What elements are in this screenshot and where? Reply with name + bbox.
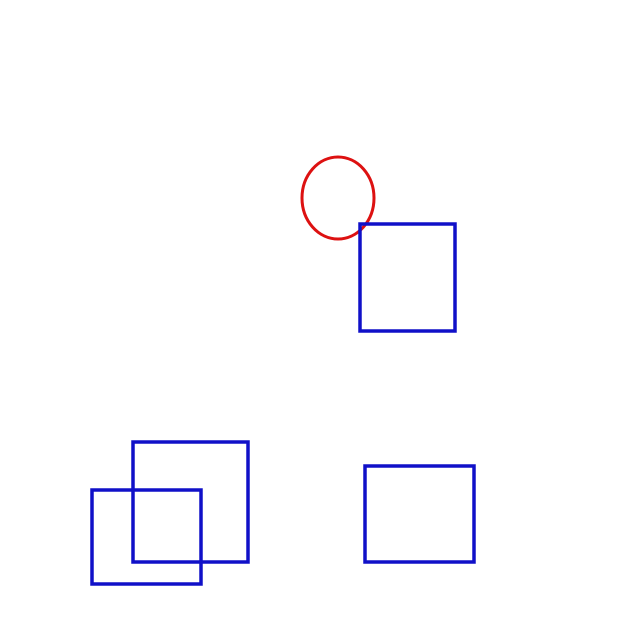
lower-right-rectangle [363, 464, 476, 564]
lower-left-front-square [90, 488, 203, 586]
red-ellipse [300, 155, 376, 241]
lower-left-back-square [131, 440, 250, 564]
upper-right-square [358, 222, 457, 333]
